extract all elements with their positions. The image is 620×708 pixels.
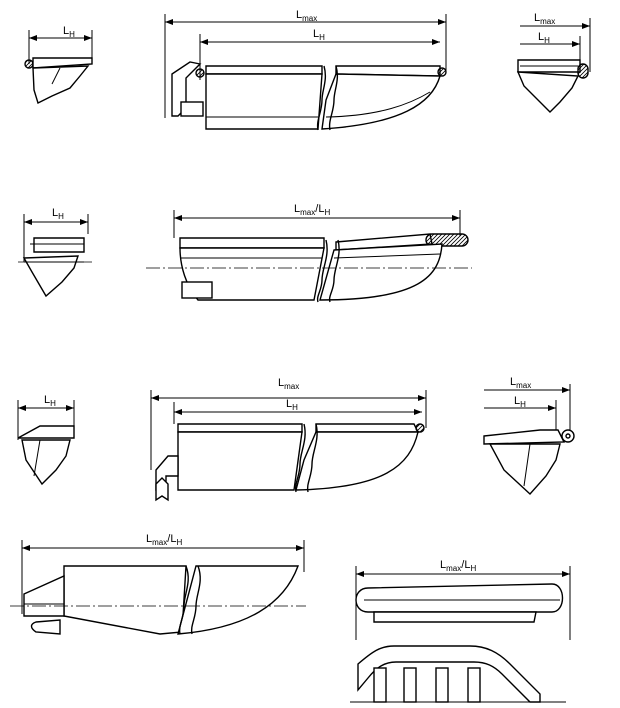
- fig7-label-max: Lmax: [278, 377, 299, 391]
- fig2-label-max: Lmax: [296, 9, 317, 23]
- figure-6-section: LH: [17, 394, 75, 486]
- figure-2-boat: Lmax LH: [164, 9, 447, 131]
- fig3-label-h: LH: [538, 31, 550, 45]
- fig10-label: Lmax/LH: [440, 559, 476, 573]
- figure-10-boat: Lmax/LH: [350, 559, 571, 703]
- fig4-label: LH: [52, 207, 64, 221]
- fig9-label: Lmax/LH: [146, 533, 182, 547]
- figure-1-section: LH: [24, 25, 93, 104]
- fig8-label-max: Lmax: [510, 376, 531, 390]
- fig1-label: LH: [63, 25, 75, 39]
- fig2-label-h: LH: [313, 28, 325, 42]
- figure-8-section: Lmax LH: [483, 376, 575, 495]
- fig5-label: Lmax/LH: [294, 203, 330, 217]
- fig3-label-max: Lmax: [534, 12, 555, 26]
- fig7-label-h: LH: [286, 398, 298, 412]
- figure-3-section: Lmax LH: [516, 12, 591, 113]
- figure-5-boat: Lmax/LH: [146, 203, 472, 303]
- figure-9-boat: Lmax/LH: [10, 533, 306, 635]
- figure-7-boat: Lmax LH: [150, 377, 427, 502]
- figure-4-section: LH: [18, 207, 92, 298]
- fig6-label: LH: [44, 394, 56, 408]
- fig8-label-h: LH: [514, 395, 526, 409]
